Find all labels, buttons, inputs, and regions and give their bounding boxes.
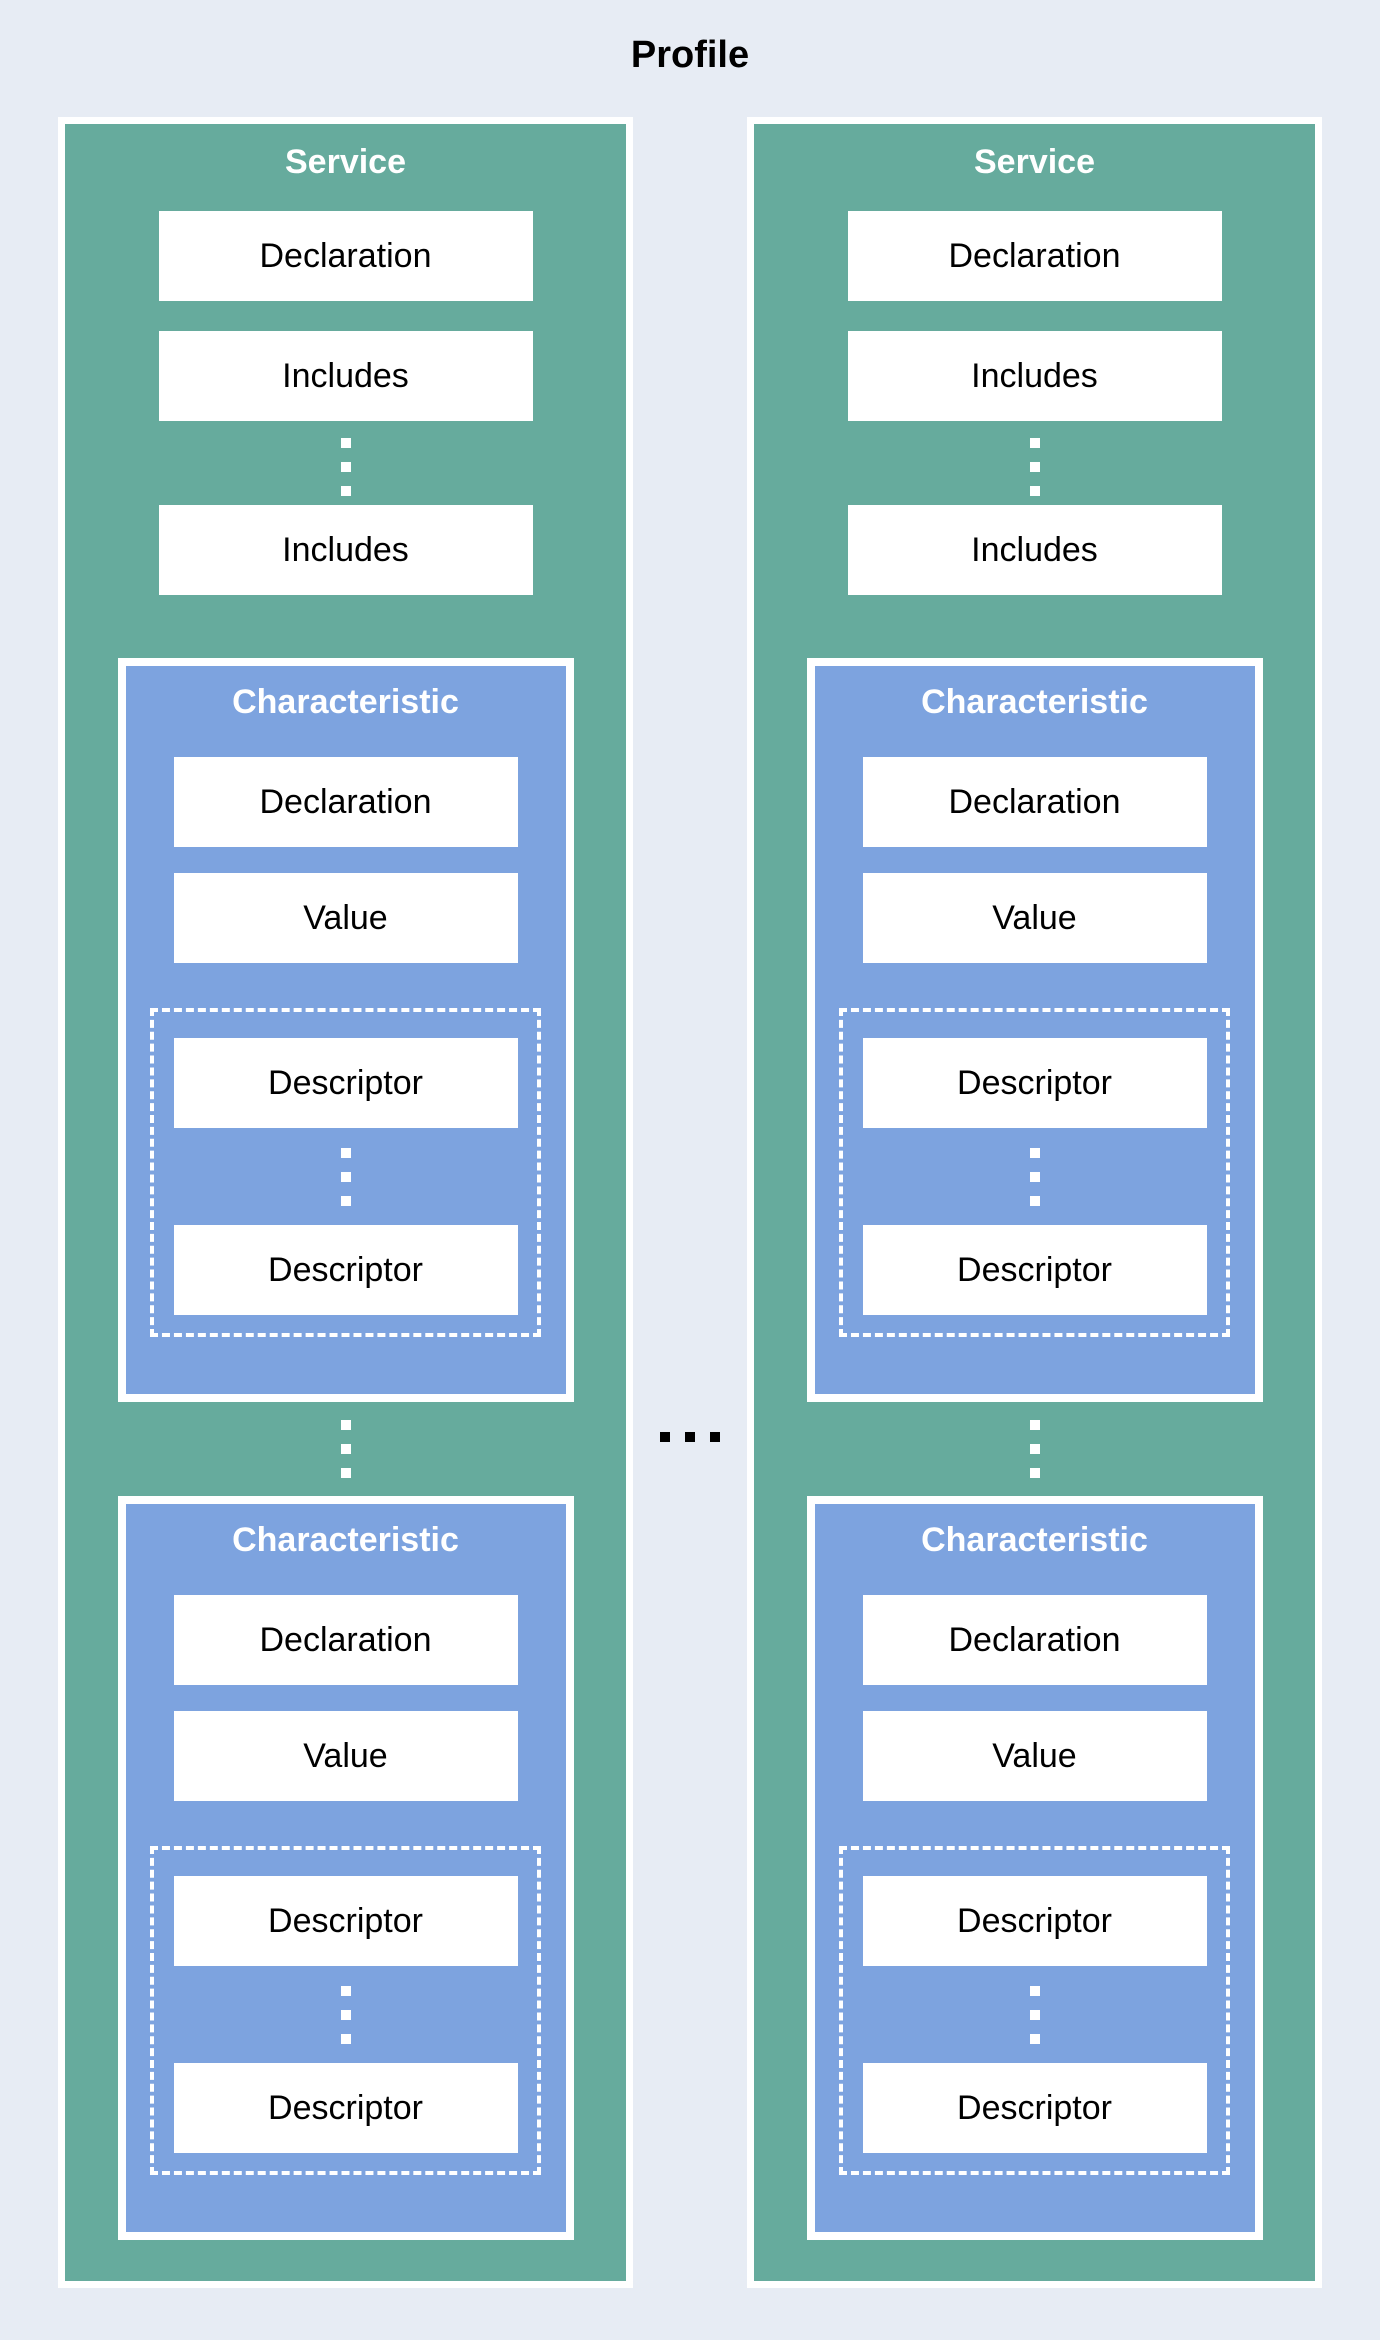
includes-box: Includes [158, 331, 533, 421]
horizontal-ellipsis-icon [660, 1432, 720, 1442]
descriptor-box: Descriptor [173, 1038, 518, 1128]
characteristic-title: Characteristic [232, 683, 459, 721]
characteristic-declaration-box: Declaration [862, 757, 1207, 847]
characteristic-declaration-box: Declaration [173, 1595, 518, 1685]
descriptor-box: Descriptor [173, 2063, 518, 2153]
vertical-ellipsis-icon [1029, 1986, 1040, 2044]
characteristic-box: Characteristic Declaration Value Descrip… [806, 1496, 1263, 2240]
descriptor-box: Descriptor [173, 1876, 518, 1966]
characteristic-value-box: Value [862, 1711, 1207, 1801]
descriptor-group: Descriptor Descriptor [150, 1846, 541, 2175]
includes-box: Includes [847, 331, 1222, 421]
descriptor-box: Descriptor [862, 1225, 1207, 1315]
descriptor-group: Descriptor Descriptor [839, 1008, 1230, 1337]
characteristic-value-box: Value [862, 873, 1207, 963]
characteristic-declaration-box: Declaration [862, 1595, 1207, 1685]
characteristic-value-box: Value [173, 1711, 518, 1801]
vertical-ellipsis-icon [1029, 1420, 1040, 1478]
vertical-ellipsis-icon [340, 1986, 351, 2044]
descriptor-group: Descriptor Descriptor [150, 1008, 541, 1337]
descriptor-box: Descriptor [862, 1038, 1207, 1128]
characteristic-box: Characteristic Declaration Value Descrip… [806, 658, 1263, 1402]
service-declaration-box: Declaration [158, 211, 533, 301]
profile-title: Profile [630, 34, 750, 76]
characteristic-box: Characteristic Declaration Value Descrip… [117, 1496, 574, 2240]
service-box-2: Service Declaration Includes Includes Ch… [747, 117, 1322, 2288]
characteristic-title: Characteristic [921, 1521, 1148, 1559]
includes-box: Includes [847, 505, 1222, 595]
characteristic-title: Characteristic [232, 1521, 459, 1559]
service-box-1: Service Declaration Includes Includes Ch… [58, 117, 633, 2288]
includes-box: Includes [158, 505, 533, 595]
characteristic-title: Characteristic [921, 683, 1148, 721]
service-declaration-box: Declaration [847, 211, 1222, 301]
characteristic-declaration-box: Declaration [173, 757, 518, 847]
vertical-ellipsis-icon [340, 1148, 351, 1206]
descriptor-box: Descriptor [862, 2063, 1207, 2153]
descriptor-group: Descriptor Descriptor [839, 1846, 1230, 2175]
descriptor-box: Descriptor [173, 1225, 518, 1315]
characteristic-value-box: Value [173, 873, 518, 963]
vertical-ellipsis-icon [1029, 1148, 1040, 1206]
vertical-ellipsis-icon [1029, 438, 1040, 496]
service-title: Service [974, 143, 1095, 181]
service-title: Service [285, 143, 406, 181]
characteristic-box: Characteristic Declaration Value Descrip… [117, 658, 574, 1402]
descriptor-box: Descriptor [862, 1876, 1207, 1966]
vertical-ellipsis-icon [340, 438, 351, 496]
vertical-ellipsis-icon [340, 1420, 351, 1478]
